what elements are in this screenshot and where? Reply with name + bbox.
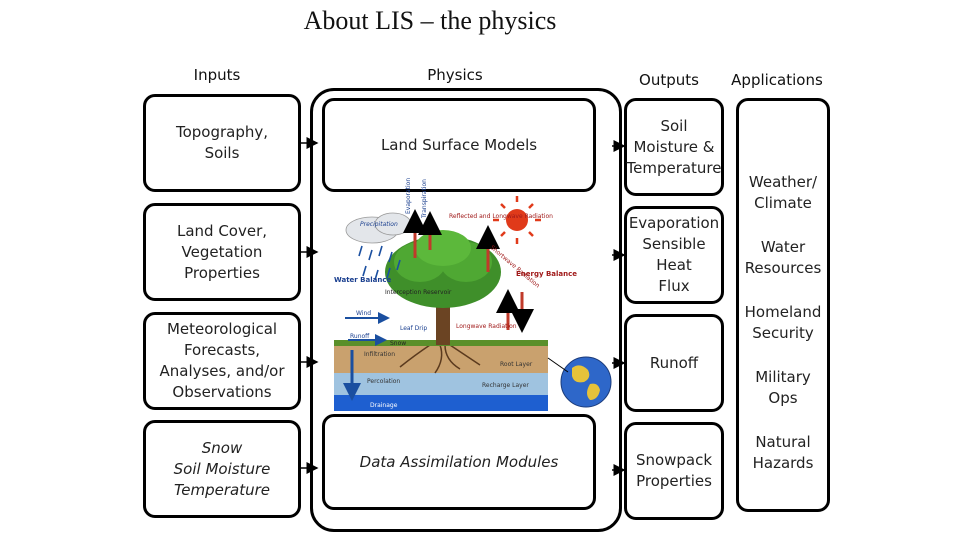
input-topography-soils: Topography, Soils (143, 94, 301, 192)
app-water-resources: Water Resources (744, 238, 822, 277)
root-layer-label: Root Layer (500, 361, 533, 368)
physics-header: Physics (427, 66, 483, 84)
longwave-radiation-label: Longwave Radiation (456, 323, 517, 330)
app-natural-hazards: Natural Hazards (752, 433, 814, 472)
reflected-radiation-label: Reflected and Longwave Radiation (449, 213, 553, 220)
app-homeland-security: Homeland Security (744, 303, 822, 342)
runoff-label: Runoff (350, 333, 370, 340)
globe-icon (560, 356, 612, 408)
land-surface-illustration (334, 196, 612, 411)
input-arrows (301, 137, 319, 474)
physics-frame (310, 88, 622, 532)
transpiration-label: Transpiration (421, 179, 428, 219)
sun-icon (506, 209, 528, 231)
wind-label: Wind (356, 310, 371, 317)
evaporation-label: Evaporation (405, 178, 412, 214)
lsm-box: Land Surface Models (322, 98, 596, 192)
recharge-layer-soil (334, 373, 548, 395)
leaf-drip-label: Leaf Drip (400, 325, 427, 332)
interception-label: Interception Reservoir (385, 289, 452, 296)
output-evaporation: Evaporation Sensible Heat Flux (624, 206, 724, 304)
app-military-ops: Military Ops (755, 368, 811, 407)
page-title: About LIS – the physics (303, 6, 557, 35)
snow-label: Snow (390, 340, 406, 347)
input-meteorological: Meteorological Forecasts, Analyses, and/… (143, 312, 301, 410)
outputs-header: Outputs (639, 71, 699, 89)
output-soil-moisture: Soil Moisture & Temperature (624, 98, 724, 196)
recharge-layer-label: Recharge Layer (482, 382, 529, 389)
input-snow-soil-temp: Snow Soil Moisture Temperature (143, 420, 301, 518)
illustration-labels: Precipitation Evaporation Transpiration … (334, 178, 577, 409)
rain-drops (358, 245, 401, 281)
app-weather-climate: Weather/ Climate (748, 173, 818, 212)
applications-header: Applications (731, 71, 823, 89)
output-snowpack: Snowpack Properties (624, 422, 724, 520)
input-land-cover: Land Cover, Vegetation Properties (143, 203, 301, 301)
da-box: Data Assimilation Modules (322, 414, 596, 510)
water-balance-label: Water Balance (334, 276, 391, 284)
percolation-label: Percolation (367, 378, 400, 385)
output-runoff: Runoff (624, 314, 724, 412)
drainage-layer (334, 395, 548, 411)
infiltration-label: Infiltration (364, 351, 395, 358)
precipitation-label: Precipitation (360, 221, 398, 228)
output-arrows (612, 140, 626, 476)
roots (399, 344, 481, 374)
drainage-label: Drainage (370, 402, 398, 409)
applications-box (736, 98, 830, 512)
inputs-header: Inputs (193, 66, 241, 84)
energy-balance-label: Energy Balance (516, 270, 577, 278)
